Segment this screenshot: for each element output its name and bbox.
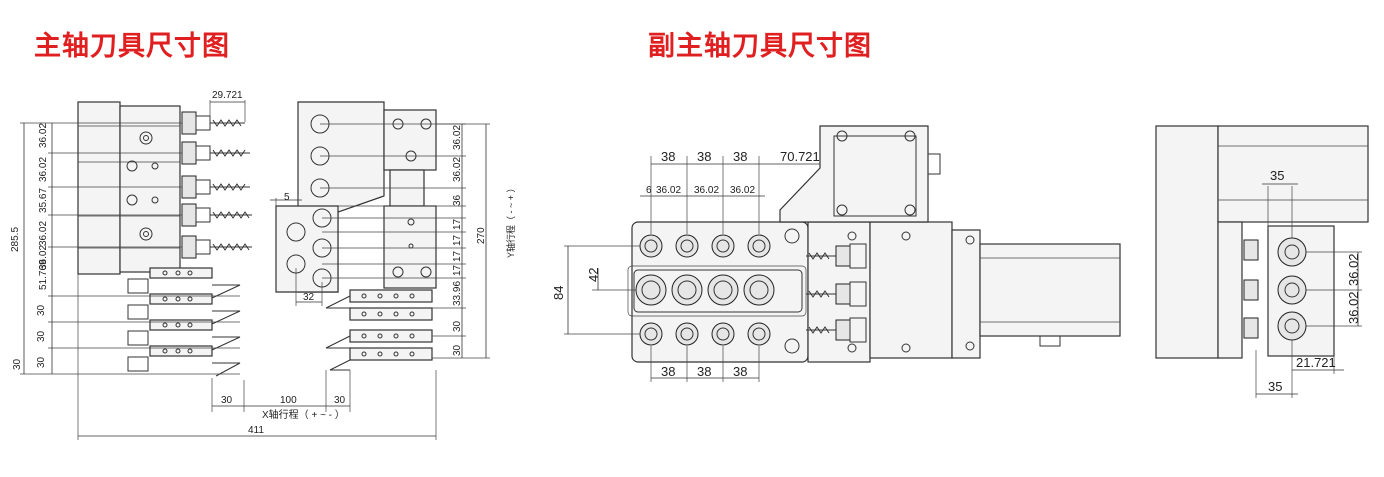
main-right-top-block: [383, 109, 437, 171]
sub-motor: [979, 243, 1121, 337]
sub-dim-right-bottom-35: 35: [1268, 379, 1282, 394]
main-dim-left-4: 36.02: [38, 221, 49, 246]
main-dim-right-4: 17: [452, 218, 463, 230]
sub-dim-top-38c: 38: [733, 149, 747, 164]
main-dim-right-lower-1: 30: [452, 320, 463, 332]
sub-dim-42: 42: [586, 268, 601, 282]
main-dim-left-2: 36.02: [38, 157, 49, 182]
sub-top-row-holders: [639, 228, 800, 258]
sub-middle-row-holders: [633, 269, 803, 313]
sub-dim-right-3602b: 36.02: [1346, 291, 1361, 324]
main-dim-270: 270: [476, 227, 487, 244]
sub-right-housing: [1155, 125, 1219, 359]
sub-dim-right-top-35: 35: [1270, 168, 1284, 183]
sub-top-bracket: [779, 125, 929, 223]
main-dim-right-8: 33.96: [452, 281, 463, 306]
sub-dim-bottom-38a: 38: [661, 364, 675, 379]
sub-side-drills: [806, 243, 867, 343]
main-dim-right-7: 17: [452, 264, 463, 276]
main-left-drills: [181, 111, 252, 259]
main-dim-left-3: 35.67: [38, 188, 49, 213]
sub-dim-bottom-38b: 38: [697, 364, 711, 379]
main-dim-right-lower-2: 30: [452, 344, 463, 356]
sub-spindle-title: 副主轴刀具尺寸图: [648, 31, 872, 62]
main-dim-bottom-30b: 30: [334, 395, 346, 406]
sub-dim-70721: 70.721: [780, 149, 820, 164]
main-dim-lower-4: 30: [12, 358, 23, 370]
main-dim-left-6: 51.769: [38, 259, 49, 290]
main-dim-right-6: 17: [452, 250, 463, 262]
main-dim-411: 411: [248, 425, 264, 436]
main-dim-right-5: 17: [452, 234, 463, 246]
sub-right-view: [1155, 125, 1369, 398]
main-dim-lower-1: 30: [36, 304, 47, 316]
sub-dim-84: 84: [551, 286, 566, 300]
main-right-turning-tools: [325, 289, 433, 371]
main-dim-lower-3: 30: [36, 356, 47, 368]
main-dim-2855: 285.5: [10, 227, 21, 252]
main-dim-right-1: 36.02: [452, 125, 463, 150]
main-dim-29721: 29.721: [212, 90, 243, 101]
sub-bottom-row-holders: [639, 322, 800, 354]
main-spindle-title: 主轴刀具尺寸图: [34, 31, 230, 62]
main-dim-right-3: 36: [452, 194, 463, 206]
sub-dim-right-3602a: 36.02: [1346, 253, 1361, 286]
main-dim-left-5: 36.02: [38, 245, 49, 270]
main-dim-left-1: 36.02: [38, 123, 49, 148]
sub-dim-6: 6: [646, 185, 652, 196]
sub-dim-21721: 21.721: [1296, 355, 1336, 370]
sub-dim-3602b: 36.02: [694, 185, 719, 196]
sub-center-view: [564, 125, 1121, 382]
main-left-turning-tools: [127, 267, 241, 377]
main-left-view: [20, 100, 252, 440]
main-dim-32: 32: [303, 292, 315, 303]
sub-dim-3602a: 36.02: [656, 185, 681, 196]
main-dim-right-2: 36.02: [452, 157, 463, 182]
sub-dim-top-38b: 38: [697, 149, 711, 164]
main-right-view: [270, 101, 490, 440]
main-y-axis-travel-label: Y轴行程（ - ~ + ）: [505, 183, 516, 258]
main-dim-5: 5: [284, 192, 290, 203]
main-dim-lower-2: 30: [36, 330, 47, 342]
main-dim-bottom-30a: 30: [221, 395, 233, 406]
sub-dim-3602c: 36.02: [730, 185, 755, 196]
main-left-housing: [77, 101, 121, 275]
main-bottom-dimensions: [78, 380, 436, 437]
sub-dim-bottom-38c: 38: [733, 364, 747, 379]
main-x-axis-travel-label: X轴行程（ + ~ - ）: [262, 408, 345, 421]
sub-dim-top-38a: 38: [661, 149, 675, 164]
main-dim-bottom-100: 100: [280, 395, 297, 406]
